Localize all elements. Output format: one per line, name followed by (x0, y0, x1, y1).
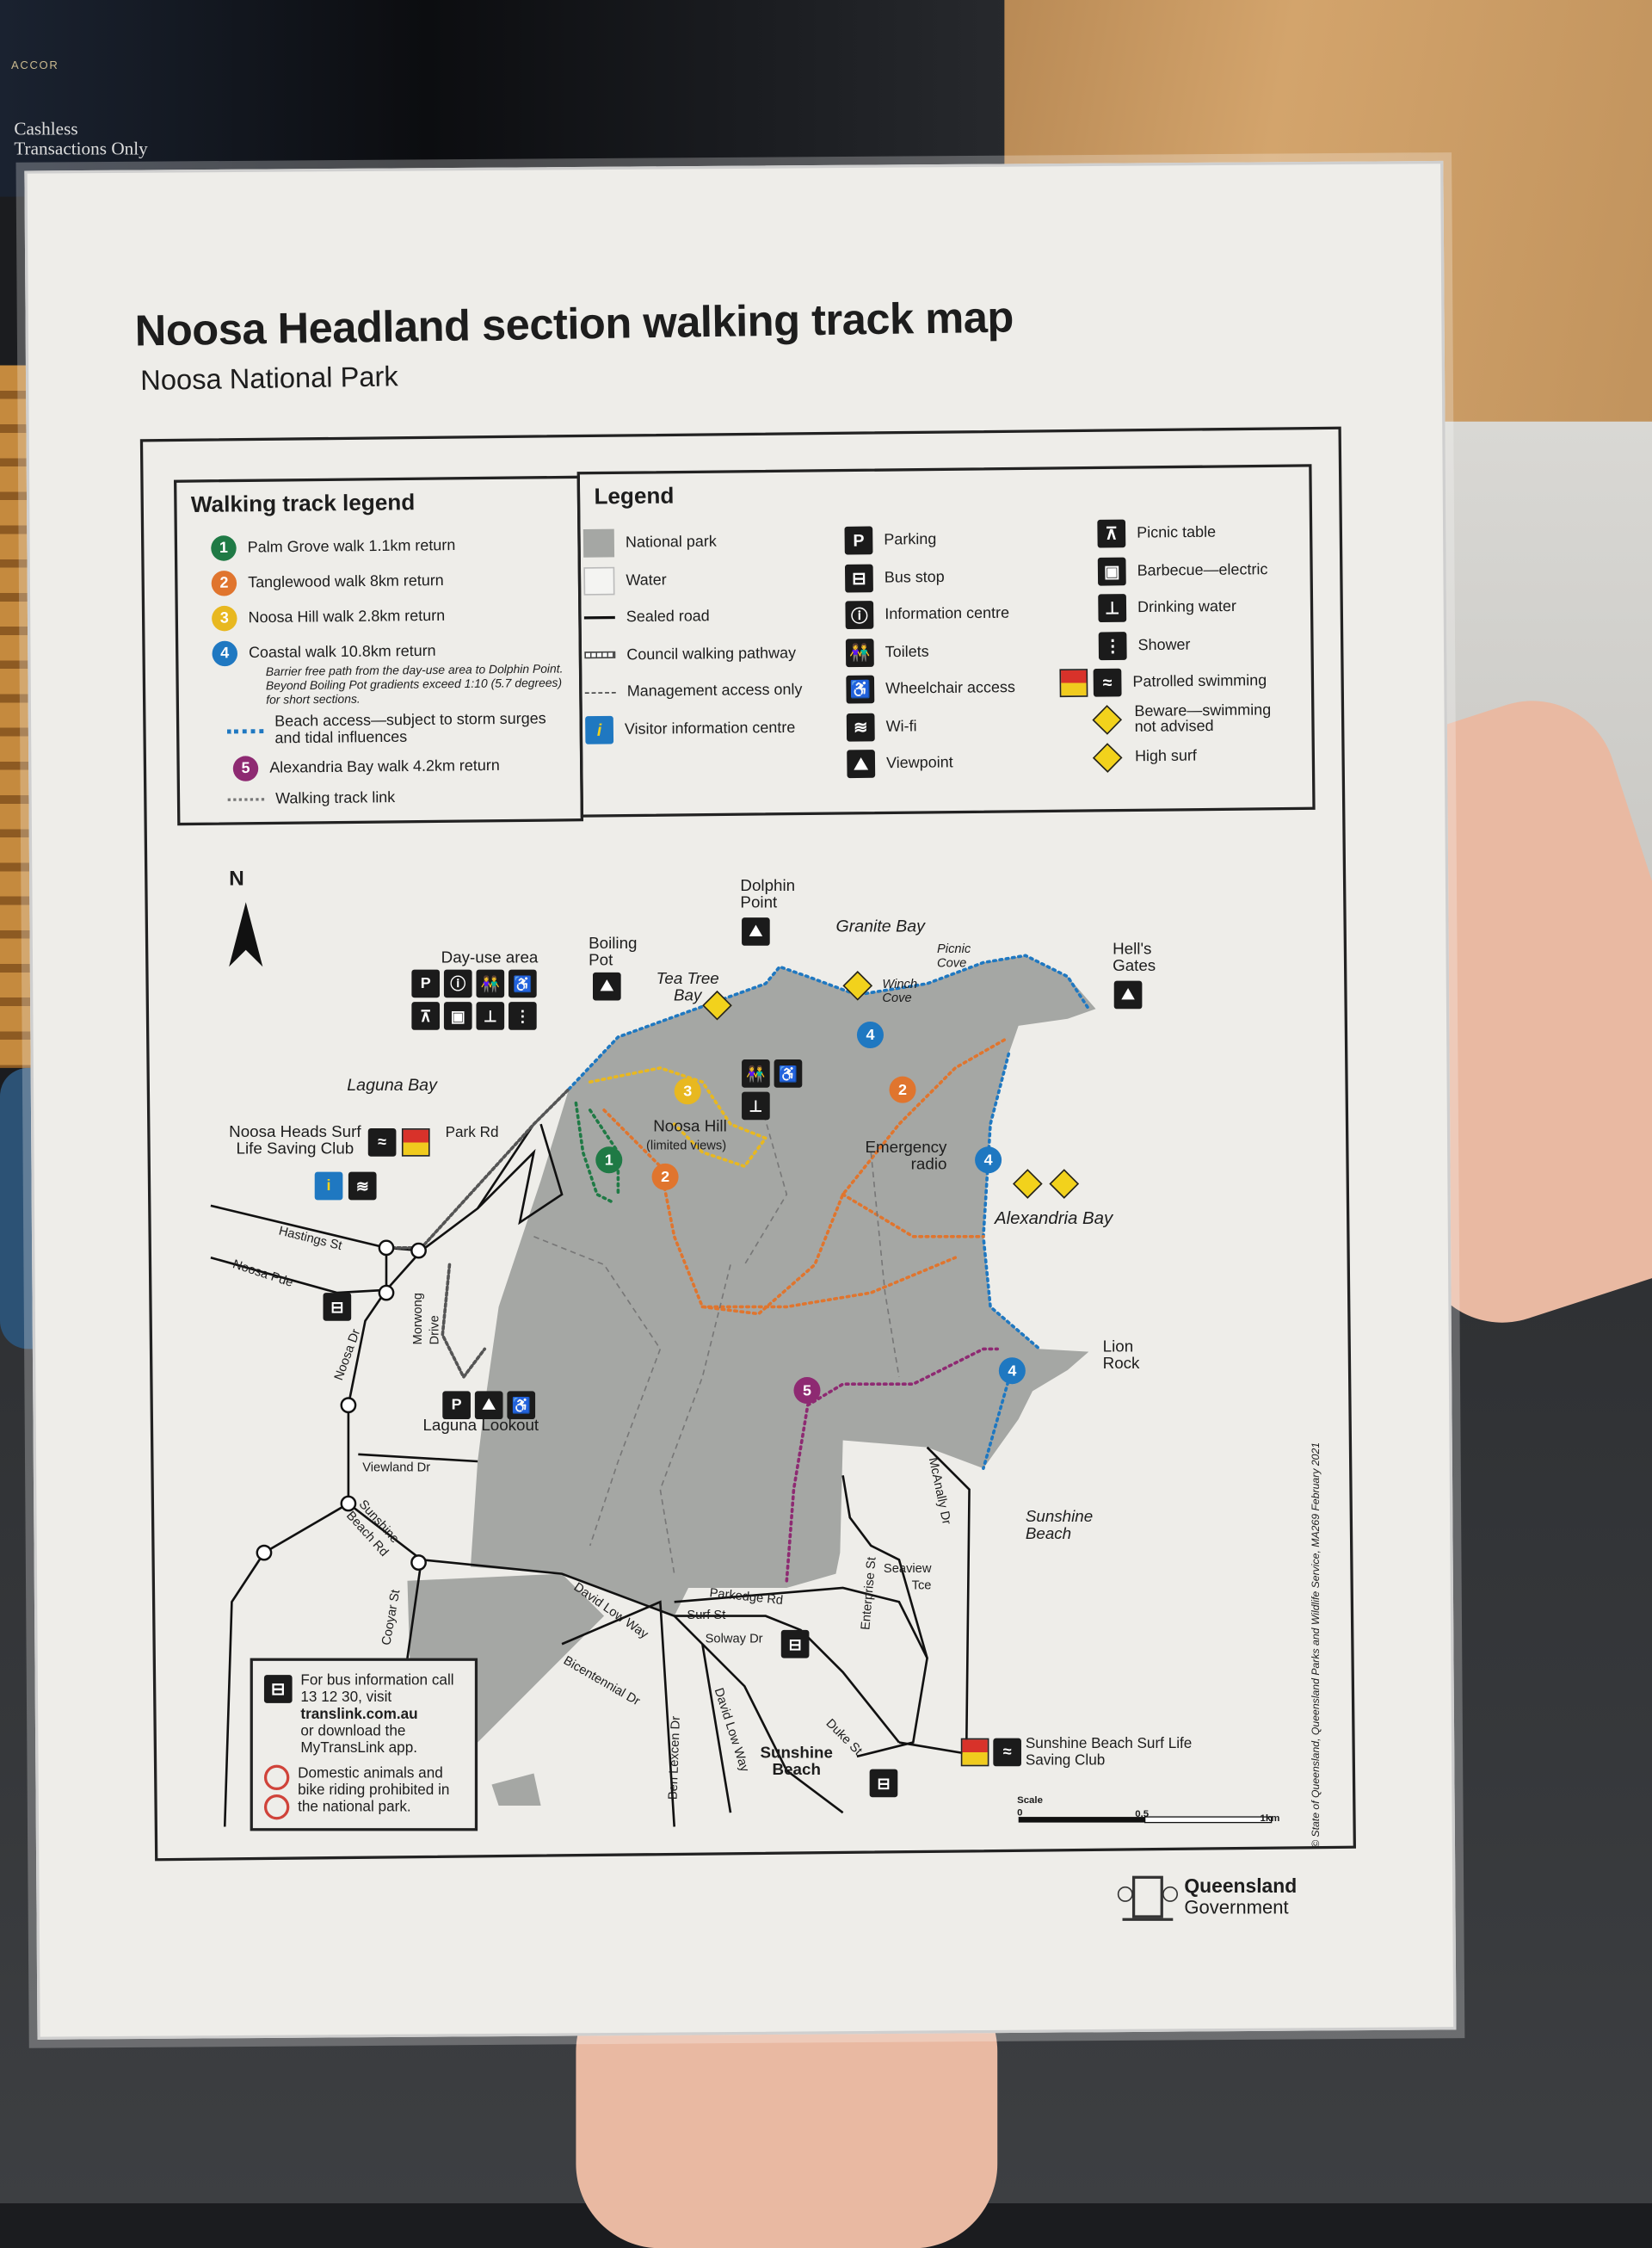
label-picnic-cove: Picnic Cove (937, 941, 971, 970)
bus-info-app-text: or download the MyTransLink app. (300, 1722, 418, 1757)
label-noosa-slsc: Noosa Heads Surf Life Saving Club (229, 1124, 361, 1158)
label-morwong-drive: Morwong Drive (410, 1293, 441, 1345)
label-sunshine-slsc: Sunshine Beach Surf Life Saving Club (1025, 1735, 1193, 1769)
management-tracks (533, 1096, 900, 1574)
translink-link[interactable]: translink.com.au (300, 1706, 418, 1723)
scale-tick-0: 0 (1017, 1808, 1023, 1819)
label-sunshine-beach-town: Sunshine Beach (760, 1745, 833, 1779)
label-laguna-lookout: Laguna Lookout (422, 1417, 539, 1435)
shower-icon: ⋮ (509, 1002, 537, 1030)
label-granite-bay: Granite Bay (835, 916, 925, 936)
no-dogs-icon (263, 1764, 290, 1791)
wheelchair-icon: ♿ (774, 1059, 803, 1088)
label-viewland-dr: Viewland Dr (362, 1460, 431, 1474)
north-arrow-icon (229, 902, 263, 967)
walking-tracks (385, 954, 1091, 1583)
track-marker-1[interactable]: 1 (595, 1146, 623, 1174)
roundabouts (256, 1239, 427, 1571)
picnic-table-icon: ⊼ (411, 1002, 441, 1030)
drinking-water-icon: ⊥ (476, 1002, 505, 1030)
track-marker-2[interactable]: 2 (889, 1076, 916, 1103)
scale-label: Scale (1017, 1795, 1043, 1806)
bus-info-box: ⊟ For bus information call 13 12 30, vis… (250, 1658, 478, 1831)
viewpoint-icon: ⛰ (474, 1391, 503, 1420)
toilets-icon: 👫 (476, 969, 505, 998)
barbecue-icon: ▣ (443, 1002, 472, 1030)
bus-stop-icon: ⊟ (323, 1293, 352, 1321)
map-drawing (210, 902, 1273, 1827)
viewpoint-icon: ⛰ (592, 972, 621, 1001)
track-marker-3[interactable]: 3 (674, 1078, 701, 1105)
label-tea-tree-bay: Tea Tree Bay (656, 971, 719, 1005)
label-sunshine-beach-water: Sunshine Beach (1025, 1509, 1094, 1543)
label-day-use-area: Day-use area (441, 949, 539, 967)
bus-info-text: For bus information call 13 12 30, visit (300, 1671, 454, 1707)
queensland-government-logo: Queensland Government (1117, 1868, 1297, 1924)
information-icon: ⓘ (443, 969, 472, 998)
label-alexandria-bay: Alexandria Bay (994, 1208, 1113, 1228)
label-dolphin-point: Dolphin Point (740, 878, 796, 912)
logo-line-1: Queensland (1184, 1874, 1298, 1898)
viewpoint-icon: ⛰ (1113, 980, 1143, 1010)
drinking-water-icon: ⊥ (742, 1091, 770, 1121)
coat-of-arms-icon (1117, 1875, 1179, 1921)
label-laguna-bay: Laguna Bay (347, 1075, 437, 1095)
track-marker-4[interactable]: 4 (998, 1357, 1026, 1385)
label-emergency-radio: Emergency radio (865, 1139, 947, 1174)
patrol-flag-icon (960, 1738, 989, 1767)
scale-tick-half: 0.5 (1135, 1809, 1150, 1820)
track-marker-4[interactable]: 4 (975, 1146, 1002, 1174)
visitor-info-icon: i (314, 1171, 343, 1201)
track-marker-2[interactable]: 2 (651, 1163, 679, 1190)
label-boiling-pot: Boiling Pot (589, 936, 638, 970)
label-park-rd: Park Rd (445, 1124, 499, 1141)
track-marker-5[interactable]: 5 (793, 1377, 821, 1405)
park-area-islet (491, 1773, 541, 1806)
roads (210, 1088, 984, 1827)
sign-text: Cashless Transactions Only (14, 118, 148, 159)
prohibited-info: Domestic animals and bike riding prohibi… (263, 1764, 464, 1820)
label-surf-st: Surf St (687, 1607, 726, 1622)
track-3-noosa-hill (588, 1065, 768, 1169)
viewpoint-icon: ⛰ (742, 917, 770, 946)
prohibited-text: Domestic animals and bike riding prohibi… (298, 1764, 450, 1816)
label-noosa-hill-note: (limited views) (646, 1138, 727, 1152)
track-5-alexandria (785, 1347, 1000, 1583)
label-winch-cove: Winch Cove (882, 976, 918, 1005)
wifi-icon: ≋ (348, 1171, 377, 1201)
scale-tick-1km: 1km (1260, 1813, 1280, 1825)
parking-icon: P (442, 1391, 471, 1420)
parking-icon: P (411, 969, 441, 998)
track-marker-4[interactable]: 4 (856, 1021, 884, 1048)
label-noosa-hill: Noosa Hill (653, 1118, 727, 1136)
patrolled-swimming-icon: ≈ (367, 1128, 397, 1157)
council-pathway (385, 1087, 571, 1380)
patrol-flag-icon (401, 1128, 430, 1157)
national-park-area (470, 955, 1096, 1616)
bus-stop-icon: ⊟ (780, 1629, 810, 1658)
scale-bar (1018, 1816, 1273, 1824)
logo-line-2: Government (1184, 1897, 1289, 1918)
copyright-text: © State of Queensland, Queensland Parks … (1309, 1442, 1322, 1849)
label-solway-dr: Solway Dr (705, 1631, 763, 1646)
label-seaview-tce: Seaview Tce (883, 1560, 932, 1592)
wheelchair-icon: ♿ (507, 1391, 536, 1420)
patrolled-swimming-icon: ≈ (993, 1738, 1021, 1767)
north-label: N (229, 867, 244, 892)
label-ben-lexcen-dr: Ben Lexcen Dr (665, 1715, 683, 1800)
bus-stop-icon: ⊟ (869, 1769, 898, 1798)
bus-icon: ⊟ (263, 1675, 293, 1703)
bus-info: ⊟ For bus information call 13 12 30, vis… (263, 1671, 464, 1757)
label-lion-rock: Lion Rock (1102, 1338, 1140, 1374)
no-bikes-icon (263, 1794, 290, 1820)
sign-brand: ACCOR (11, 59, 59, 72)
wheelchair-icon: ♿ (509, 969, 537, 998)
label-hells-gates: Hell's Gates (1113, 941, 1156, 976)
toilets-icon: 👫 (742, 1059, 770, 1088)
